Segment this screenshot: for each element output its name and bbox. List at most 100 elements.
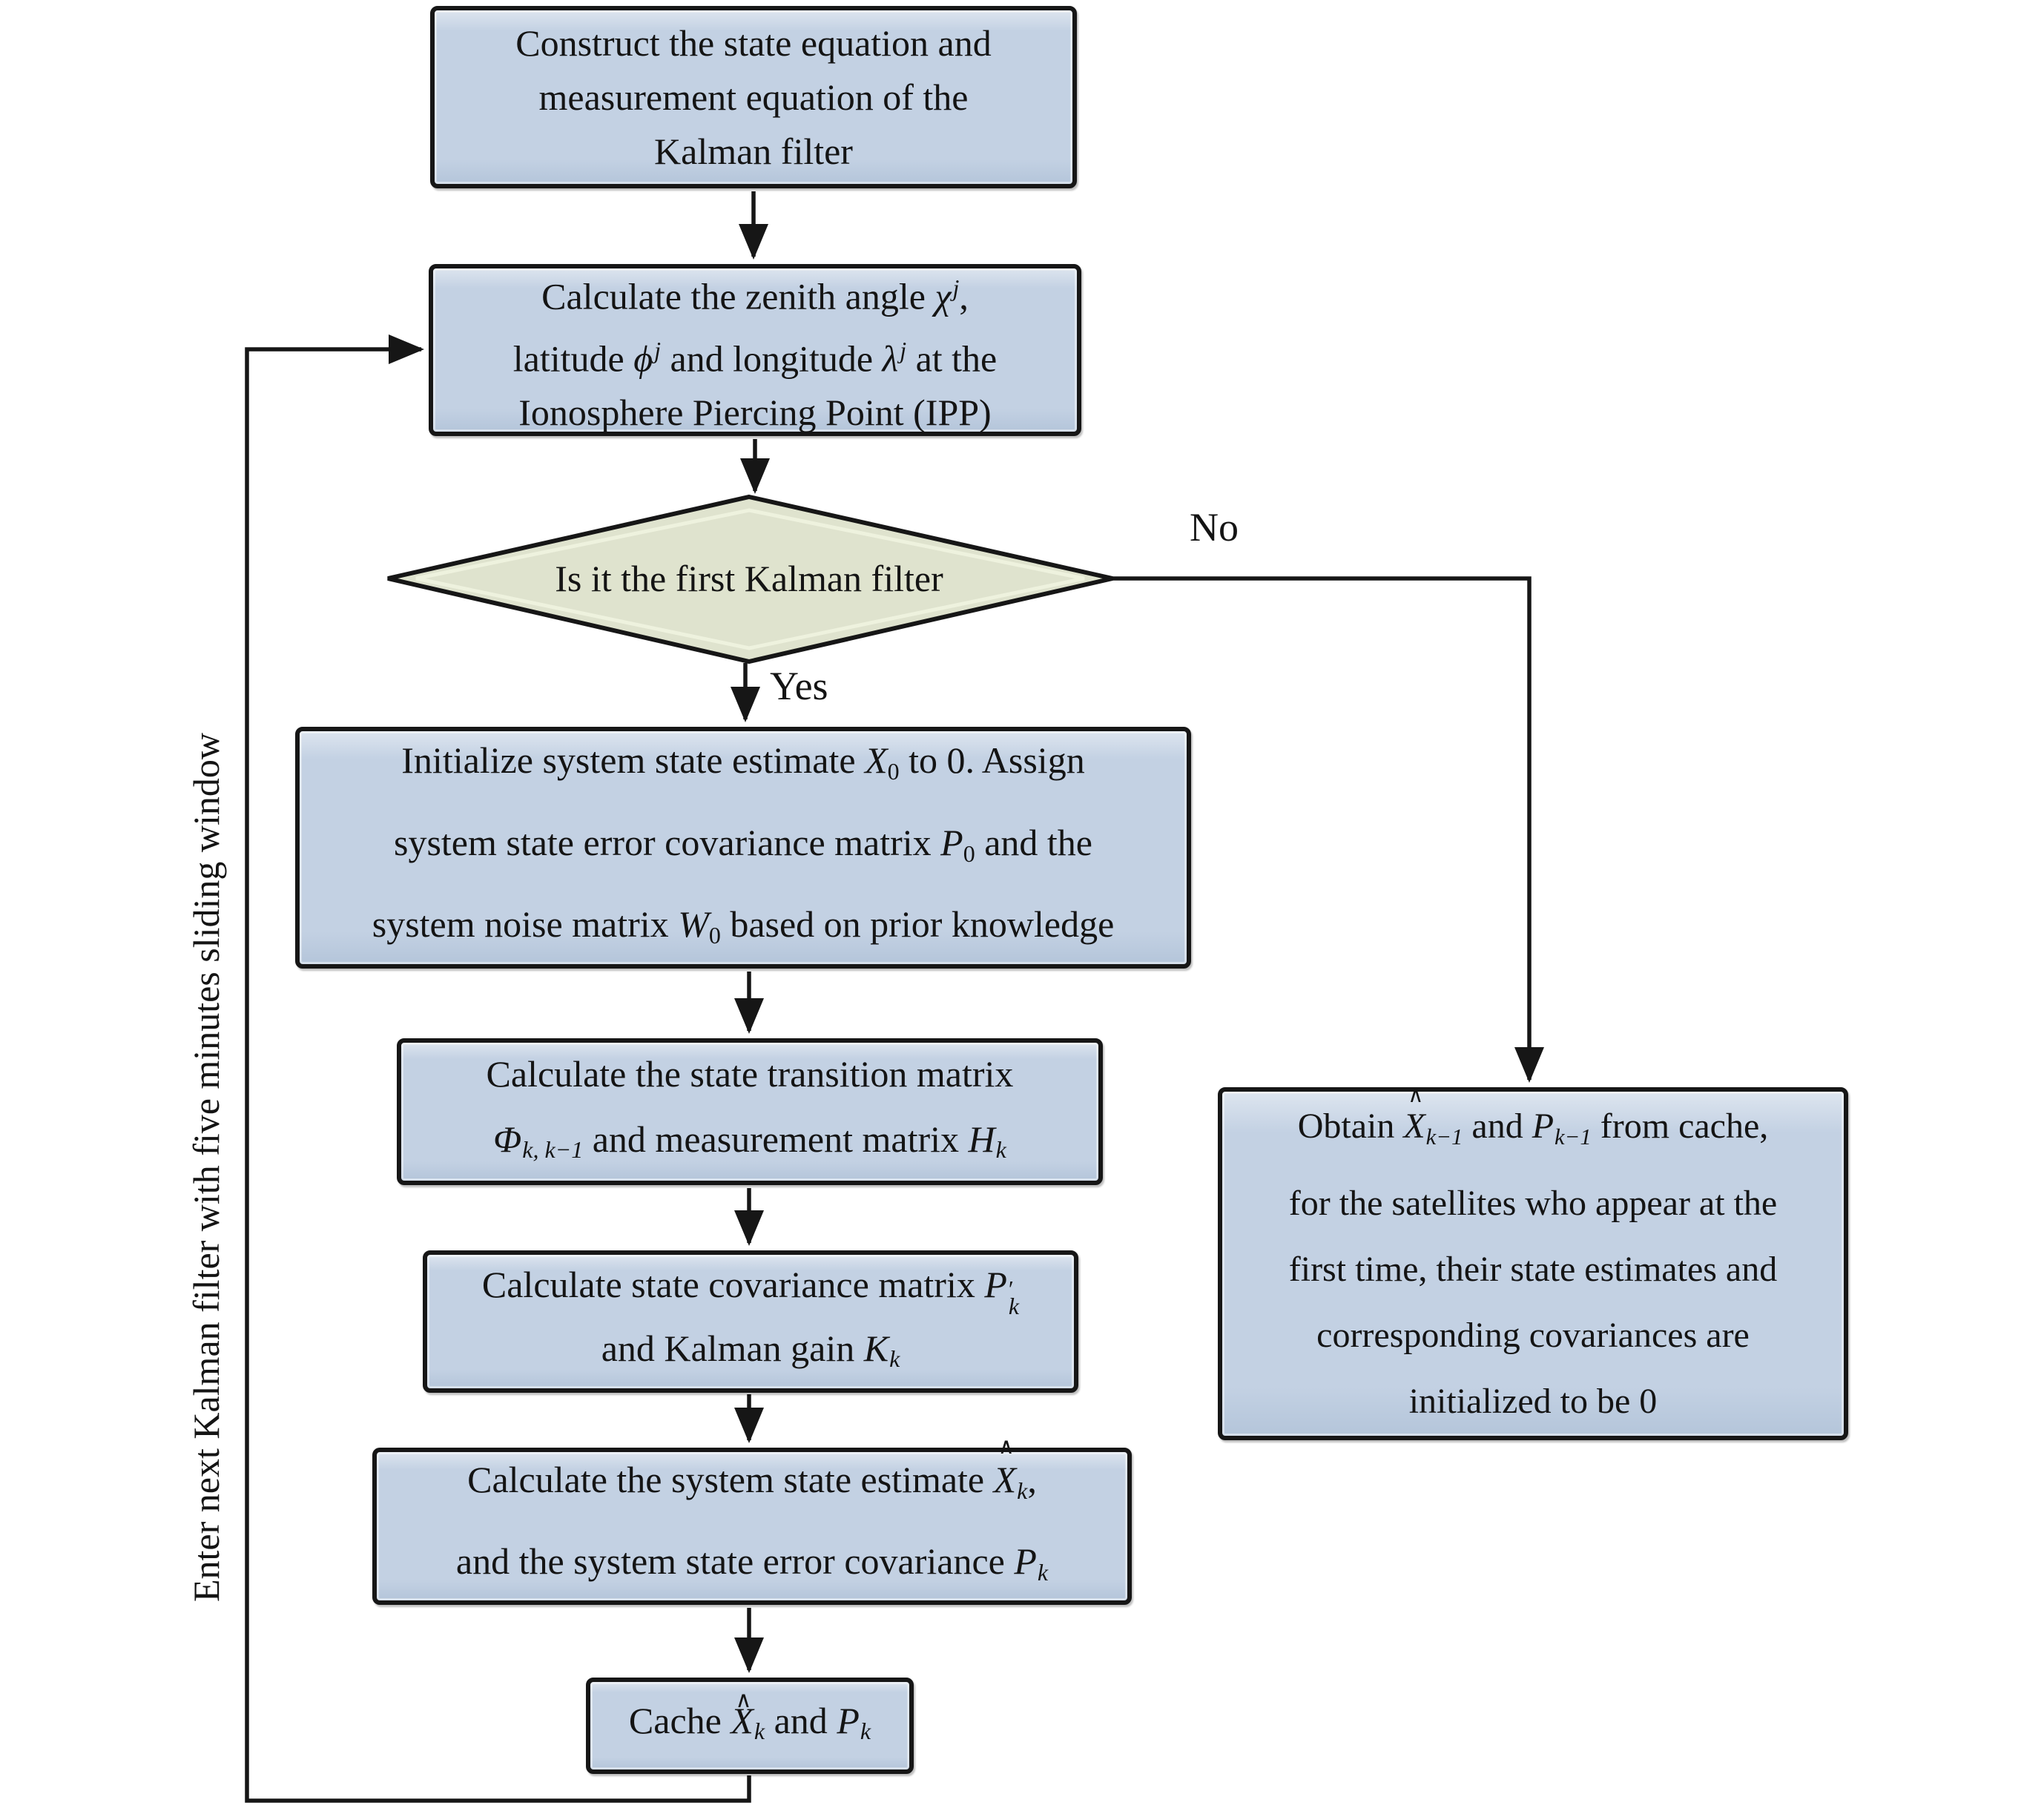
- text: Is it the first Kalman filter: [555, 558, 943, 599]
- text-line: measurement equation of the: [539, 70, 969, 125]
- subscript-0: 0: [708, 922, 721, 949]
- text: initialized to be 0: [1408, 1381, 1658, 1421]
- text-line: latitude ϕj and longitude λj at the: [513, 323, 998, 386]
- text: to 0. Assign: [899, 739, 1085, 781]
- decision-diamond-highlight: [415, 508, 1085, 650]
- text: Initialize system state estimate: [401, 739, 866, 781]
- text-line: Construct the state equation and: [515, 16, 992, 70]
- step-cache: Cache ∧Xk and Pk: [586, 1678, 914, 1774]
- math-W: W: [678, 903, 709, 946]
- arrow-no-to-obtain: [1111, 576, 1544, 1083]
- subscript-k: k: [1008, 1292, 1020, 1319]
- feedback-loop-label: Enter next Kalman filter with five minut…: [185, 626, 227, 1709]
- text-line: initialized to be 0: [1409, 1368, 1658, 1434]
- text: Calculate the zenith angle: [541, 276, 935, 317]
- decision-question: Is it the first Kalman filter: [415, 556, 1083, 601]
- math-H: H: [968, 1118, 995, 1160]
- text: Calculate the system state estimate: [467, 1459, 994, 1501]
- text: Calculate the state transition matrix: [486, 1052, 1014, 1095]
- subscript-k: k: [860, 1718, 871, 1745]
- text-line: Ionosphere Piercing Point (IPP): [518, 386, 991, 439]
- subscript-k-1: k−1: [1425, 1124, 1463, 1150]
- text-line: Cache ∧Xk and Pk: [628, 1689, 871, 1754]
- text: and measurement matrix: [583, 1118, 969, 1160]
- text: Kalman filter: [654, 130, 853, 172]
- text: and: [1463, 1106, 1532, 1147]
- text-line: Φk, k−1 and measurement matrix Hk: [493, 1106, 1006, 1183]
- text: system state error covariance matrix: [393, 821, 941, 863]
- text: Calculate state covariance matrix: [481, 1263, 985, 1305]
- superscript-j: j: [952, 274, 960, 302]
- math-P: P: [1014, 1540, 1037, 1582]
- superscript-j: j: [654, 337, 661, 363]
- text-line: corresponding covariances are: [1316, 1302, 1750, 1368]
- x-hat: ∧X: [993, 1436, 1017, 1515]
- math-Phi: Φ: [493, 1118, 522, 1160]
- text-line: Obtain ∧Xk−1 and Pk−1 from cache,: [1297, 1084, 1769, 1170]
- math-P: P: [837, 1699, 860, 1741]
- text-line: Calculate state covariance matrix P′k: [481, 1253, 1020, 1319]
- text: Yes: [770, 664, 828, 708]
- text: Construct the state equation and: [515, 22, 992, 64]
- text: ,: [1027, 1459, 1037, 1501]
- text-line: and the system state error covariance Pk: [456, 1526, 1048, 1608]
- text-line: Kalman filter: [654, 125, 853, 179]
- x-hat: ∧X: [1403, 1084, 1425, 1159]
- label-no: No: [1190, 507, 1239, 547]
- text-line: first time, their state estimates and: [1289, 1236, 1777, 1302]
- hat-icon: ∧: [998, 1434, 1015, 1460]
- subscript-0: 0: [963, 840, 975, 867]
- hat-icon: ∧: [1408, 1083, 1424, 1107]
- text-line: Initialize system state estimate X0 to 0…: [401, 725, 1084, 807]
- text: first time, their state estimates and: [1288, 1249, 1778, 1289]
- text: ,: [959, 276, 969, 317]
- text: for the satellites who appear at the: [1288, 1183, 1778, 1223]
- text: Obtain: [1297, 1106, 1404, 1147]
- step-calculate-ipp: Calculate the zenith angle χj, latitude …: [429, 264, 1081, 436]
- math-phi: ϕ: [633, 337, 653, 380]
- text-line: Calculate the zenith angle χj,: [541, 261, 969, 323]
- text: Cache: [628, 1699, 731, 1741]
- step-obtain-from-cache: Obtain ∧Xk−1 and Pk−1 from cache, for th…: [1218, 1084, 1848, 1440]
- text-line: Calculate the system state estimate ∧Xk,: [467, 1436, 1037, 1526]
- math-X: X: [1403, 1106, 1425, 1147]
- step-construct-equations: Construct the state equation and measure…: [430, 6, 1077, 188]
- text: and the: [975, 821, 1092, 863]
- feedback-loop-line: [245, 334, 751, 1803]
- prime-mark: ′: [1008, 1275, 1014, 1302]
- step-state-estimate: Calculate the system state estimate ∧Xk,…: [372, 1436, 1132, 1608]
- text: based on prior knowledge: [720, 903, 1115, 946]
- subscript-k: k: [889, 1345, 900, 1373]
- hat-icon: ∧: [735, 1687, 752, 1712]
- text: Ionosphere Piercing Point (IPP): [518, 391, 992, 433]
- text-line: and Kalman gain Kk: [601, 1316, 900, 1391]
- superscript-j: j: [900, 337, 907, 363]
- prime-k-stack: ′k: [1008, 1275, 1020, 1319]
- text: measurement equation of the: [538, 76, 969, 118]
- decision-diamond-shape: [387, 494, 1113, 664]
- label-yes: Yes: [770, 666, 828, 706]
- step-transition-matrix: Calculate the state transition matrix Φk…: [397, 1038, 1103, 1185]
- subscript-k: k: [1017, 1477, 1028, 1504]
- text: and longitude: [660, 337, 883, 380]
- subscript-k: k: [995, 1136, 1006, 1164]
- math-chi: χ: [934, 276, 952, 317]
- text: and: [765, 1699, 837, 1741]
- math-P: P: [1532, 1106, 1555, 1147]
- text-line: for the satellites who appear at the: [1289, 1170, 1777, 1236]
- text: and the system state error covariance: [455, 1540, 1015, 1582]
- text: system noise matrix: [372, 903, 679, 946]
- subscript-k-1: k−1: [1555, 1124, 1592, 1150]
- text: and Kalman gain: [601, 1327, 864, 1369]
- x-hat: ∧X: [731, 1689, 754, 1743]
- math-X: X: [865, 739, 888, 781]
- step-covariance-gain: Calculate state covariance matrix P′k an…: [423, 1250, 1078, 1393]
- math-K: K: [863, 1327, 889, 1369]
- text: at the: [906, 337, 998, 380]
- text: latitude: [512, 337, 634, 380]
- math-P: P: [984, 1263, 1007, 1305]
- text: corresponding covariances are: [1316, 1315, 1750, 1355]
- math-X: X: [993, 1459, 1017, 1501]
